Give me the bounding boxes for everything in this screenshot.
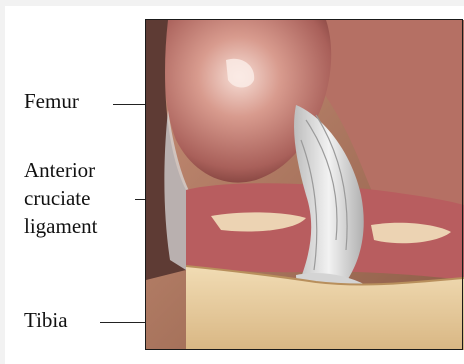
- label-acl-line1: Anterior: [24, 158, 95, 182]
- label-tibia: Tibia: [24, 308, 68, 332]
- illustration-frame: [145, 19, 463, 350]
- label-femur: Femur: [24, 89, 79, 113]
- image-border-top: [0, 0, 464, 6]
- label-acl-line3: ligament: [24, 214, 97, 238]
- image-border-left: [0, 0, 5, 364]
- label-acl-line2: cruciate: [24, 186, 90, 210]
